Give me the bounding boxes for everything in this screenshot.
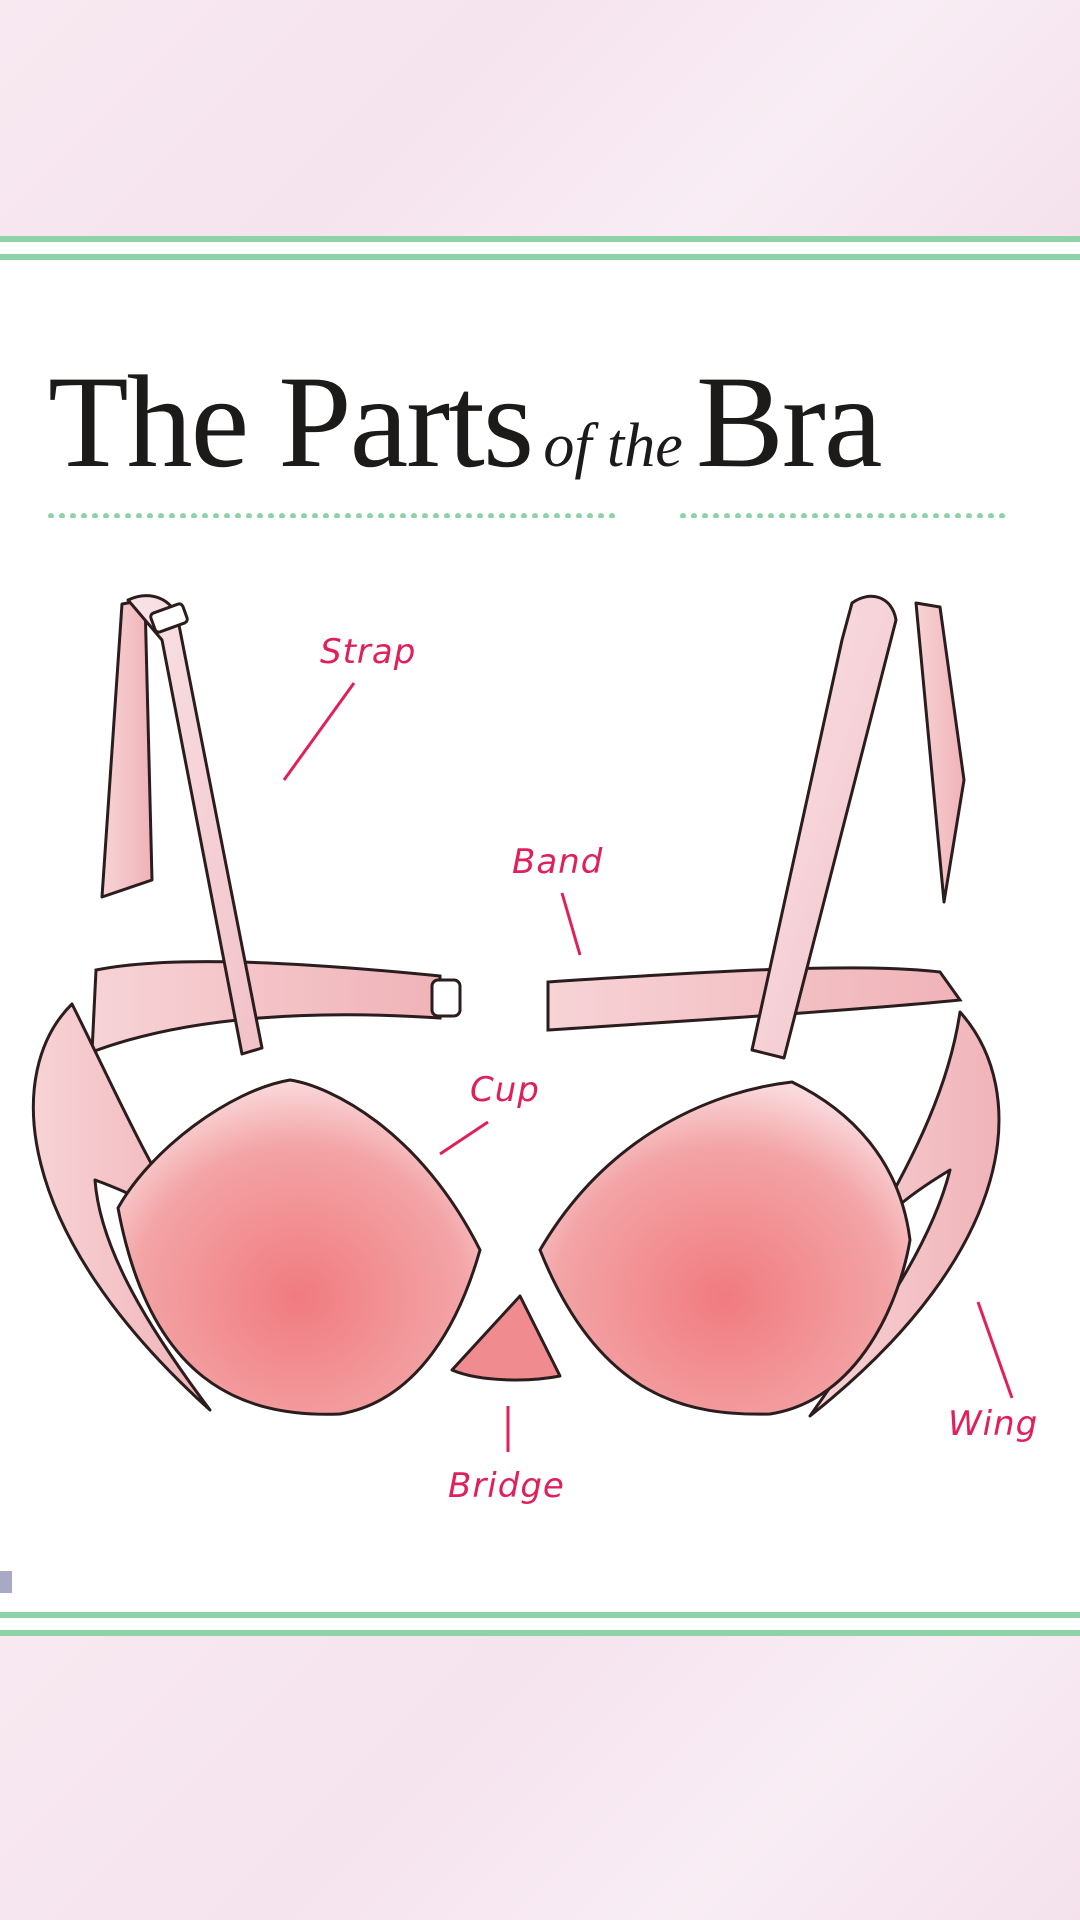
right-band-icon	[546, 966, 963, 1032]
title-part-3: Bra	[695, 348, 883, 495]
label-strap: Strap	[320, 632, 417, 672]
bra-illustration	[31, 594, 1001, 1418]
title-dotted-rule-left	[48, 513, 618, 518]
leader-cup	[439, 1120, 489, 1156]
title-dotted-rule-right	[680, 513, 1015, 518]
right-wing-icon	[808, 1010, 1001, 1418]
scan-mark	[0, 1571, 12, 1593]
label-bridge: Bridge	[448, 1466, 565, 1506]
left-strap-icon	[126, 594, 264, 1056]
label-cup: Cup	[470, 1070, 540, 1110]
page-title: The Parts of the Bra	[48, 345, 1048, 495]
top-pink-band	[0, 0, 1080, 236]
title-part-1: The Parts	[48, 348, 534, 495]
bridge-icon	[450, 1294, 562, 1382]
leader-wing	[976, 1301, 1014, 1399]
bottom-pink-band	[0, 1636, 1080, 1920]
top-stripe-1	[0, 236, 1080, 242]
label-wing: Wing	[948, 1404, 1039, 1444]
right-cup-icon	[538, 1080, 912, 1416]
right-strap-icon	[750, 594, 898, 1060]
label-band: Band	[512, 842, 604, 882]
left-cup-icon	[116, 1078, 482, 1416]
bottom-stripe-1	[0, 1612, 1080, 1618]
leader-strap	[282, 682, 356, 781]
title-part-2: of the	[543, 412, 683, 480]
right-strap-back-icon	[914, 601, 966, 904]
bottom-stripe-2	[0, 1630, 1080, 1636]
leader-band	[560, 892, 582, 956]
top-stripe-2	[0, 254, 1080, 260]
left-band-icon	[90, 960, 462, 1055]
